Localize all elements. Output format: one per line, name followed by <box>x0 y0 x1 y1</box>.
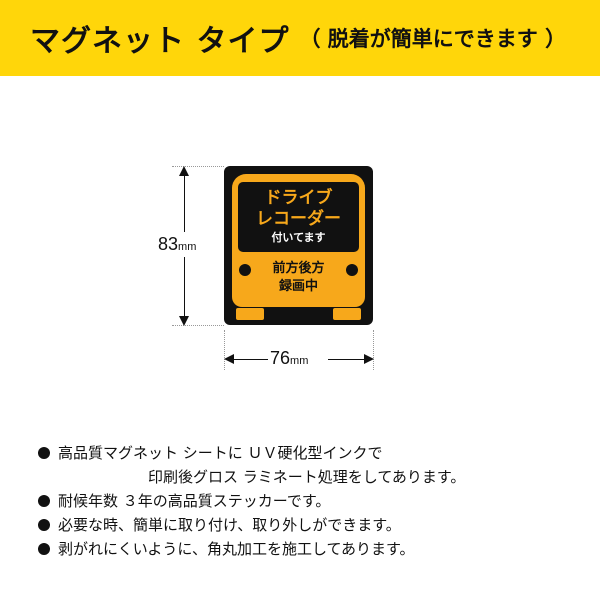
list-item-text-continued: 印刷後グロス ラミネート処理をしてあります。 <box>148 468 466 486</box>
feature-list: 高品質マグネット シートに ＵＶ硬化型インクで 印刷後グロス ラミネート処理をし… <box>36 441 576 561</box>
sticker-text-line2: レコーダー <box>256 209 341 229</box>
list-item-text: 剥がれにくいように、角丸加工を施工してあります。 <box>58 540 415 558</box>
list-item-text: 耐候年数 ３年の高品質ステッカーです。 <box>58 492 331 510</box>
list-item: 高品質マグネット シートに ＵＶ硬化型インクで 印刷後グロス ラミネート処理をし… <box>36 441 576 489</box>
bullet-icon <box>38 519 50 531</box>
tyre-right-icon <box>333 308 361 320</box>
sticker-text-line3: 付いてます <box>271 231 326 244</box>
width-unit: mm <box>290 355 309 367</box>
banner-subtitle: （ 脱着が簡単にできます ） <box>299 27 567 51</box>
list-item-text: 高品質マグネット シートに ＵＶ硬化型インクで <box>58 444 383 462</box>
bullet-icon <box>38 543 50 555</box>
recording-text-line1: 前方後方 <box>272 261 325 276</box>
arrow-right-icon <box>364 354 374 364</box>
height-unit: mm <box>178 241 197 253</box>
bullet-icon <box>38 447 50 459</box>
recording-text-line2: 録画中 <box>278 279 318 294</box>
bullet-icon <box>38 495 50 507</box>
bus-front-text: 前方後方 録画中 <box>254 256 343 300</box>
height-value: 83 <box>158 234 179 254</box>
width-dimension-line-right <box>328 359 370 360</box>
bus-windshield: ドライブ レコーダー 付いてます <box>238 182 359 252</box>
list-item: 耐候年数 ３年の高品質ステッカーです。 <box>36 489 576 513</box>
width-dimension-label: 76mm <box>270 348 308 369</box>
list-item: 必要な時、簡単に取り付け、取り外しができます。 <box>36 513 576 537</box>
list-item: 剥がれにくいように、角丸加工を施工してあります。 <box>36 537 576 561</box>
sticker-text-line1: ドライブ <box>264 188 333 208</box>
tyre-left-icon <box>236 308 264 320</box>
height-guide-bottom <box>172 325 224 326</box>
sticker-image: ドライブ レコーダー 付いてます 前方後方 録画中 <box>224 166 373 325</box>
width-value: 76 <box>270 348 291 368</box>
list-item-text: 必要な時、簡単に取り付け、取り外しができます。 <box>58 516 401 534</box>
arrow-down-icon <box>179 316 189 326</box>
height-dimension-label: 83mm <box>158 232 197 257</box>
header-banner: マグネット タイプ （ 脱着が簡単にできます ） <box>0 0 600 76</box>
width-guide-left <box>224 330 225 370</box>
width-dimension-line-left <box>228 359 268 360</box>
bus-icon: ドライブ レコーダー 付いてます 前方後方 録画中 <box>232 174 365 307</box>
headlight-right-icon <box>346 264 358 276</box>
height-guide-top <box>172 166 224 167</box>
width-guide-right <box>373 330 374 370</box>
headlight-left-icon <box>239 264 251 276</box>
banner-title: マグネット タイプ <box>30 24 290 59</box>
